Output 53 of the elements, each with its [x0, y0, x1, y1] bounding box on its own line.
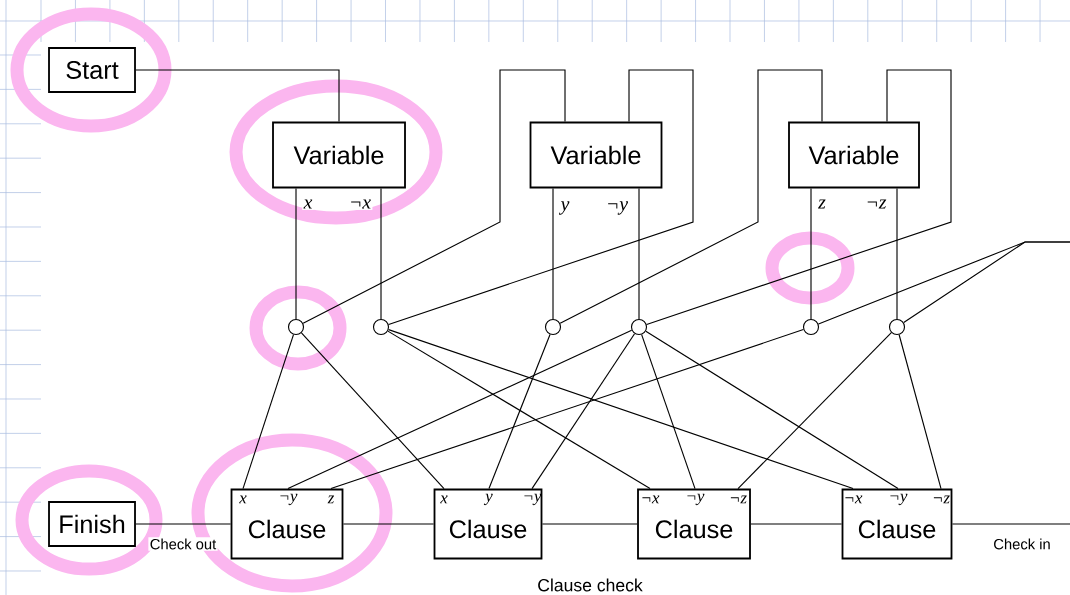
edge-label: ¬z — [864, 198, 888, 210]
connector-line — [295, 187, 297, 320]
connector-line — [300, 332, 445, 490]
connector-line — [552, 187, 554, 320]
connector-line — [531, 333, 636, 490]
junction-circle — [372, 318, 390, 336]
junction-circle — [888, 318, 906, 336]
connector-line — [898, 334, 942, 490]
edge-label: ¬y — [604, 199, 630, 217]
connector-line — [342, 523, 435, 525]
junction-circle — [287, 318, 305, 336]
connector-line — [737, 332, 892, 490]
connector-line — [388, 329, 854, 490]
connector-line — [646, 69, 952, 325]
connector-line — [135, 69, 340, 123]
connector-line — [541, 523, 638, 525]
variable-box: Variable — [272, 121, 406, 189]
connector-line — [641, 334, 696, 490]
junction-circle — [544, 318, 562, 336]
connector-line — [330, 329, 804, 490]
variable-box: Variable — [529, 121, 663, 189]
clause-box: ¬x ¬y ¬z Clause — [637, 488, 751, 560]
connector-line — [302, 69, 566, 324]
edge-label: ¬x — [347, 198, 373, 210]
connector-line — [488, 333, 551, 490]
variable-box: Variable — [788, 121, 920, 189]
connector-line — [387, 330, 651, 490]
connector-line — [645, 330, 899, 490]
terminal-box: Finish — [48, 501, 136, 547]
junction-circle — [802, 318, 820, 336]
caption-text: Clause check — [538, 578, 643, 592]
connector-line — [287, 329, 633, 490]
connector-line — [135, 523, 232, 525]
junction-circle — [630, 318, 648, 336]
edge-label: z — [816, 198, 828, 210]
edge-label: Check out — [148, 537, 218, 551]
connector-line — [559, 69, 823, 324]
connector-line — [638, 187, 640, 320]
connector-line — [903, 241, 1070, 324]
connector-line — [810, 187, 812, 320]
edge-label: Check in — [991, 537, 1053, 551]
connector-line — [380, 187, 382, 320]
edge-label: y — [559, 199, 571, 217]
connector-line — [388, 69, 694, 325]
clause-box: x ¬y z Clause — [230, 488, 344, 560]
connector-line — [750, 523, 843, 525]
edge-label: x — [302, 198, 314, 210]
clause-box: x y ¬y Clause — [433, 488, 543, 560]
terminal-box: Start — [48, 47, 136, 93]
connector-line — [242, 334, 295, 490]
clause-box: ¬x ¬y ¬z Clause — [841, 488, 953, 560]
connector-line — [896, 187, 898, 320]
connector-line — [951, 523, 1070, 525]
